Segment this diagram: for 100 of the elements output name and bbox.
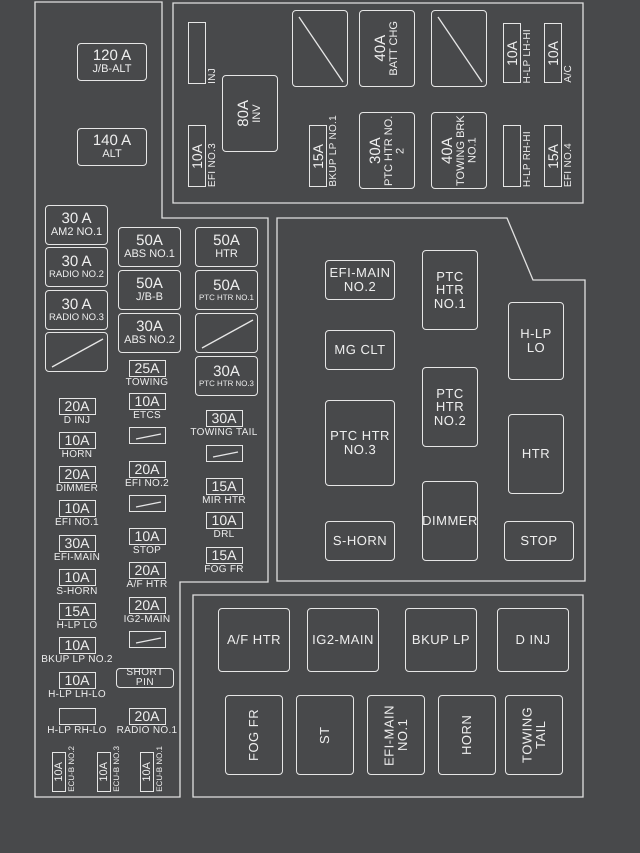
fuse-label: H-LP RH-HI — [522, 130, 533, 187]
fuse-label: ETCS — [133, 410, 161, 421]
fuse-label: BATT CHG — [389, 21, 401, 76]
fuse-slot — [118, 227, 181, 267]
fuse-label: H-LP LO — [56, 620, 98, 631]
fuse-slot — [118, 313, 181, 353]
fuse-rating: 15A — [58, 603, 96, 620]
relay-slot: A/F HTR — [218, 608, 290, 672]
relay-slot: H-LP LO — [508, 302, 564, 380]
fuse-label: MIR HTR — [202, 495, 246, 506]
fuse-label: TOWING BRK NO.1 — [455, 114, 478, 188]
relay-slot: EFI-MAIN NO.1 — [367, 695, 425, 775]
fuse-rating: 10A — [52, 752, 66, 792]
relay-slot: TOWING TAIL — [505, 695, 563, 775]
fuse-rating: 10A — [128, 393, 166, 410]
relay-slot: MG CLT — [325, 330, 395, 370]
fuse-rating: 10A — [206, 512, 242, 529]
fuse-rating: 10A — [544, 23, 562, 83]
fuse-slot — [45, 290, 108, 330]
fuse-slot — [45, 205, 108, 245]
fuse-label: INV — [252, 103, 264, 125]
fuse-label: D INJ — [64, 415, 90, 426]
fuse-label: TOWING — [126, 377, 168, 388]
fuse-label: ECU-B NO.1 — [155, 746, 164, 792]
fuse-rating: 20A — [128, 461, 166, 478]
fuse-rating: 30A — [58, 535, 96, 552]
fuse-label: RADIO NO.1 — [116, 725, 178, 736]
relay-slot: PTC HTR NO.2 — [422, 367, 478, 447]
fuse-slot — [45, 247, 108, 287]
fuse-rating: 10A — [188, 125, 206, 187]
relay-slot: HTR — [508, 414, 564, 494]
fuse-label: ABS NO.2 — [124, 335, 175, 347]
fuse-rating: 10A — [97, 752, 111, 792]
fuse-rating: 30A — [213, 364, 240, 380]
fuse-label: ECU-B NO.3 — [112, 746, 121, 792]
fuse-label: EFI NO.4 — [563, 142, 574, 187]
fuse-slot — [195, 270, 258, 310]
relay-slot: HORN — [438, 695, 496, 775]
fuse-rating: 15A — [206, 547, 242, 564]
fuse-label: H-LP LH-LO — [48, 689, 106, 700]
fuse-rating: 30A — [136, 319, 163, 336]
relay-slot: STOP — [504, 521, 574, 561]
fuse-slot — [222, 75, 278, 152]
fuse-rating: 140 A — [92, 133, 132, 150]
relay-slot: PTC HTR NO.3 — [325, 400, 395, 486]
fuse-label: FOG FR — [204, 564, 244, 575]
fuse-rating: 30 A — [61, 211, 92, 228]
fuse-rating: 20A — [58, 466, 96, 483]
relay-slot: PTC HTR NO.1 — [422, 250, 478, 330]
fuse-label: J/B-B — [136, 292, 163, 304]
fuse-label: BKUP LP NO.2 — [41, 654, 113, 665]
fuse-label: RADIO NO.3 — [49, 312, 104, 323]
fuse-rating: 50A — [136, 276, 163, 292]
fuse-rating: 20A — [128, 562, 166, 579]
fuse-label: H-LP RH-LO — [47, 725, 107, 736]
empty-fuse-slot — [195, 313, 258, 353]
fuse-label: J/B-ALT — [92, 64, 132, 76]
fuse-rating: 10A — [58, 637, 96, 654]
empty-fuse-slot — [45, 332, 108, 372]
relay-slot: BKUP LP — [405, 608, 477, 672]
relay-slot: DIMMER — [422, 481, 478, 561]
empty-fuse-slot — [431, 10, 487, 87]
fuse-label: H-LP LH-HI — [522, 28, 533, 83]
fuse-slot — [195, 356, 258, 396]
fuse-slot — [195, 227, 258, 267]
fuse-rating: 30A — [206, 410, 242, 427]
fuse-label: S-HORN — [56, 586, 98, 597]
fuse-label: AM2 NO.1 — [50, 227, 102, 239]
fuse-label: IG2-MAIN — [124, 614, 170, 625]
fuse-rating: 10A — [58, 432, 96, 449]
fuse-slot — [359, 112, 415, 189]
fuse-rating: 30 A — [61, 254, 92, 270]
fuse-label: A/C — [563, 65, 574, 83]
fuse-rating: 10A — [58, 672, 96, 689]
fuse-label: ALT — [102, 149, 122, 161]
empty-fuse-slot — [206, 445, 243, 462]
fuse-rating: 10A — [503, 23, 521, 83]
fuse-rating: 50A — [213, 278, 240, 294]
fuse-rating: 30 A — [61, 297, 92, 313]
fuse-label: DIMMER — [56, 483, 98, 494]
relay-slot: FOG FR — [225, 695, 283, 775]
fuse-rating: 20A — [128, 708, 166, 725]
relay-slot: EFI-MAIN NO.2 — [325, 260, 395, 300]
fuse-rating: 50A — [136, 233, 163, 250]
fuse-rating: 20A — [58, 398, 96, 415]
relay-slot: D INJ — [497, 608, 569, 672]
relay-slot: S-HORN — [325, 521, 395, 561]
fuse-label: EFI NO.2 — [124, 478, 170, 489]
fuse-rating: 40A — [440, 136, 456, 166]
fuse-rating: 120 A — [92, 48, 132, 64]
fuse-rating: 15A — [544, 125, 562, 187]
fuse-slot — [118, 270, 181, 310]
fuse-rating: 30A — [368, 136, 384, 166]
empty-fuse-slot — [129, 495, 166, 512]
fuse-rating: 10A — [128, 528, 166, 545]
fuse-label: EFI NO.1 — [54, 517, 100, 528]
fuse-label: STOP — [132, 545, 162, 556]
fuse-label: BKUP LP NO.1 — [328, 115, 339, 187]
fuse-label: ABS NO.1 — [124, 249, 175, 261]
fuse-slot — [77, 43, 147, 81]
